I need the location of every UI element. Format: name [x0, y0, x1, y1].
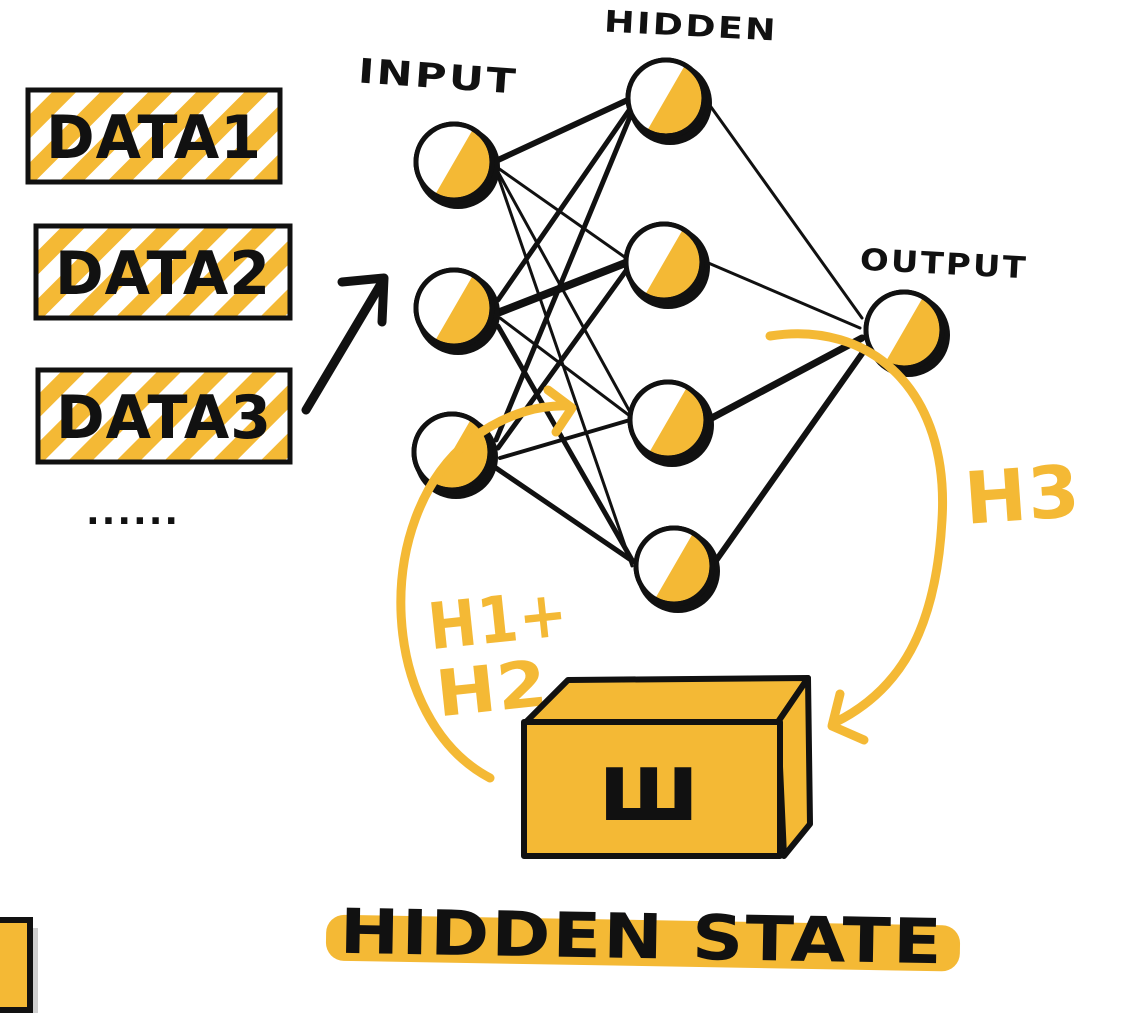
- hidden-node-3: [627, 379, 714, 467]
- connection-line: [705, 345, 869, 575]
- connection-line: [496, 166, 628, 260]
- node-outline: [625, 57, 707, 139]
- node-outline: [413, 267, 495, 349]
- connection-line: [498, 418, 632, 460]
- connection-line: [704, 98, 864, 320]
- input-node-2: [413, 267, 500, 355]
- connection-line: [495, 265, 631, 451]
- data-item-3: DATA3: [35, 367, 293, 465]
- connection-line: [704, 334, 866, 424]
- hidden-state-caption: HIDDEN STATE: [339, 895, 944, 979]
- feedback-in-label: H1+: [425, 577, 572, 665]
- input-node-1: [413, 121, 500, 209]
- network-connections: [493, 95, 869, 575]
- feedback-out-label: H3: [962, 449, 1084, 541]
- node-highlight: [629, 61, 684, 130]
- connection-line: [496, 258, 632, 316]
- curved-arrow-icon: [396, 401, 573, 783]
- feedback-arrows: [396, 329, 948, 783]
- connection-line: [495, 323, 635, 563]
- node-outline: [633, 525, 715, 607]
- more-data-indicator: ......: [86, 492, 180, 533]
- node-outline: [627, 379, 709, 461]
- connection-line: [498, 316, 632, 418]
- node-outline: [413, 121, 495, 203]
- hidden-state-symbol: ш: [598, 731, 702, 843]
- arrow-up-right-icon: [301, 273, 389, 415]
- connection-line: [704, 260, 862, 330]
- node-highlight: [631, 384, 686, 452]
- node-highlight: [867, 294, 922, 362]
- data-item-1: DATA1: [25, 87, 283, 185]
- arrow-head: [543, 385, 577, 437]
- connection-line: [496, 170, 632, 414]
- data-item-label: DATA1: [46, 103, 262, 173]
- node-highlight: [628, 226, 682, 294]
- node-outline: [411, 411, 493, 493]
- caption-highlight: [325, 914, 961, 972]
- hidden-state-box: ш: [521, 675, 813, 859]
- node-highlight: [418, 126, 472, 194]
- node-highlight: [416, 416, 470, 484]
- hidden-state-caption-group: HIDDEN STATE: [325, 895, 961, 979]
- data-item-2: DATA2: [33, 223, 293, 321]
- connection-line: [493, 109, 635, 443]
- connection-line: [495, 95, 635, 163]
- node-outline: [623, 221, 705, 303]
- hidden-node-1: [625, 57, 712, 145]
- partial-box: [0, 917, 38, 1013]
- output-layer-label: OUTPUT: [859, 243, 1029, 287]
- node-outline: [863, 289, 945, 371]
- output-node-1: [863, 289, 950, 377]
- node-highlight: [637, 529, 692, 598]
- hidden-node-4: [633, 525, 720, 613]
- hidden-node-2: [623, 221, 710, 309]
- input-layer-label: INPUT: [357, 51, 519, 102]
- connection-line: [495, 103, 635, 303]
- curved-arrow-icon: [765, 329, 948, 727]
- arrow-head: [827, 689, 869, 745]
- data-list: DATA1 DATA2 DATA3 ......: [25, 87, 293, 533]
- connection-line: [496, 174, 634, 568]
- node-highlight: [418, 272, 472, 340]
- connection-line: [493, 465, 637, 565]
- data-item-label: DATA3: [56, 383, 272, 453]
- data-item-label: DATA2: [55, 239, 271, 309]
- hidden-layer-label: HIDDEN: [603, 5, 779, 49]
- network-nodes: [411, 57, 950, 613]
